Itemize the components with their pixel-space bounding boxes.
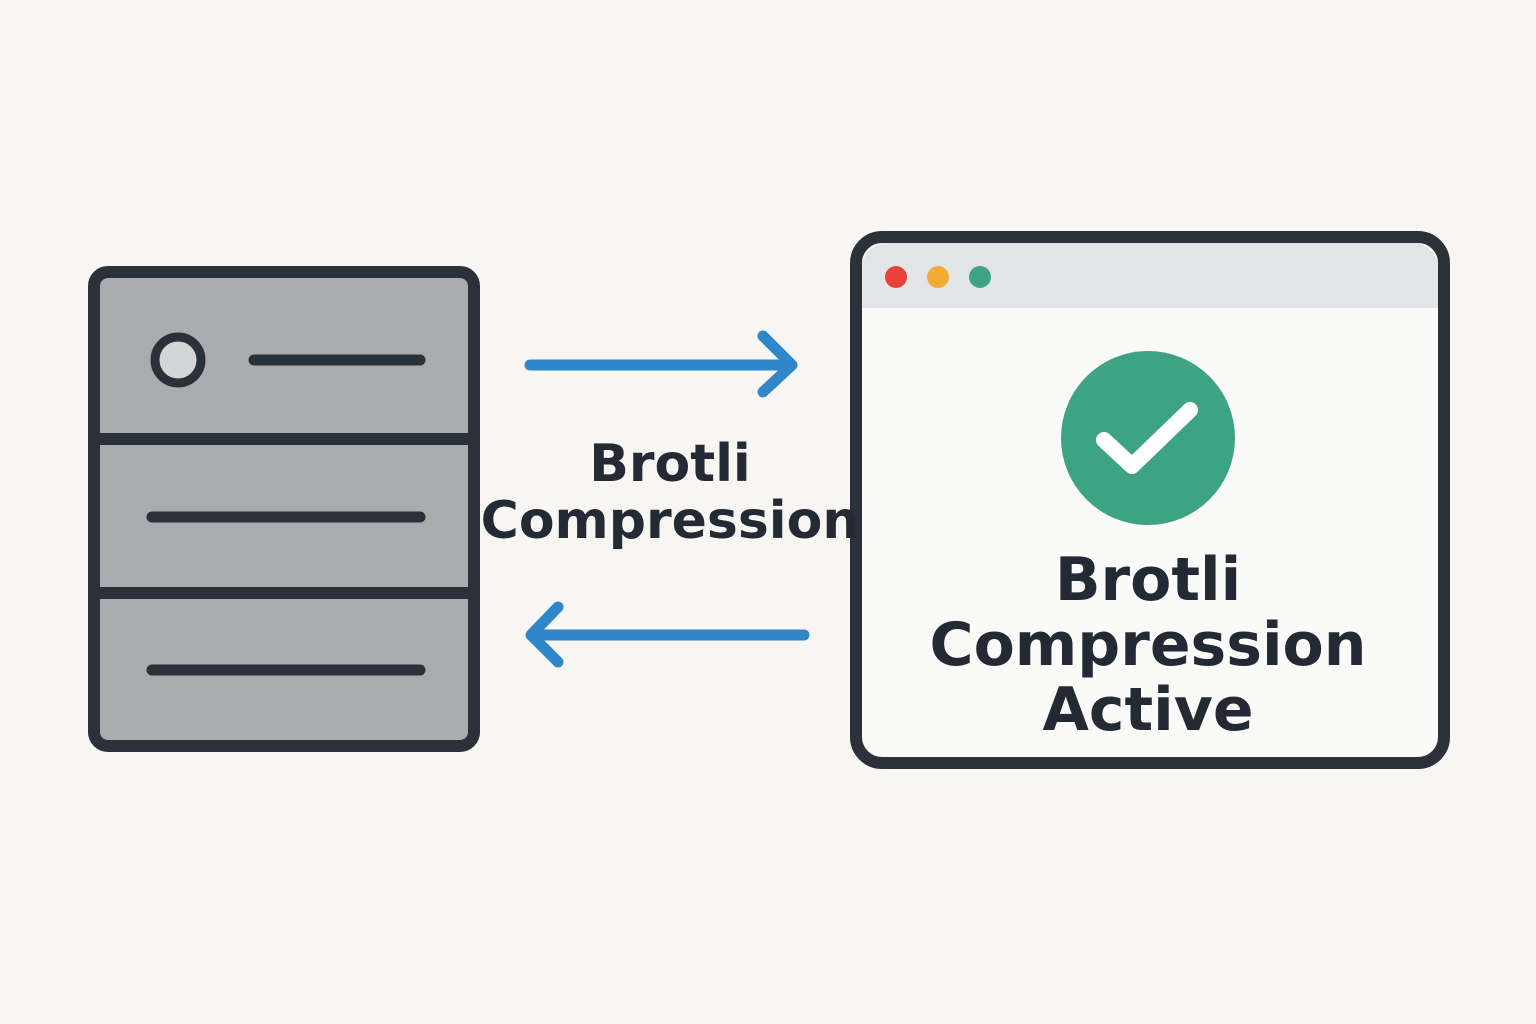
browser-window [850, 231, 1450, 769]
browser-titlebar [862, 243, 1438, 308]
label-line: Active [1042, 674, 1254, 745]
minimize-dot-icon [927, 266, 949, 288]
check-circle-icon [1061, 351, 1235, 525]
server-icon [88, 266, 480, 752]
label-line: Brotli [1054, 545, 1242, 615]
label-line: Compression [480, 491, 860, 552]
label-line: Compression [929, 609, 1367, 680]
arrow-right-icon [524, 330, 798, 398]
arrow-left-icon [525, 601, 810, 668]
close-dot-icon [885, 266, 907, 288]
status-label: Brotli Compression Active [900, 548, 1396, 742]
label-line: Brotli [589, 434, 751, 494]
maximize-dot-icon [969, 266, 991, 288]
server-indicator-icon [150, 332, 206, 388]
compression-label: Brotli Compression [480, 434, 860, 552]
